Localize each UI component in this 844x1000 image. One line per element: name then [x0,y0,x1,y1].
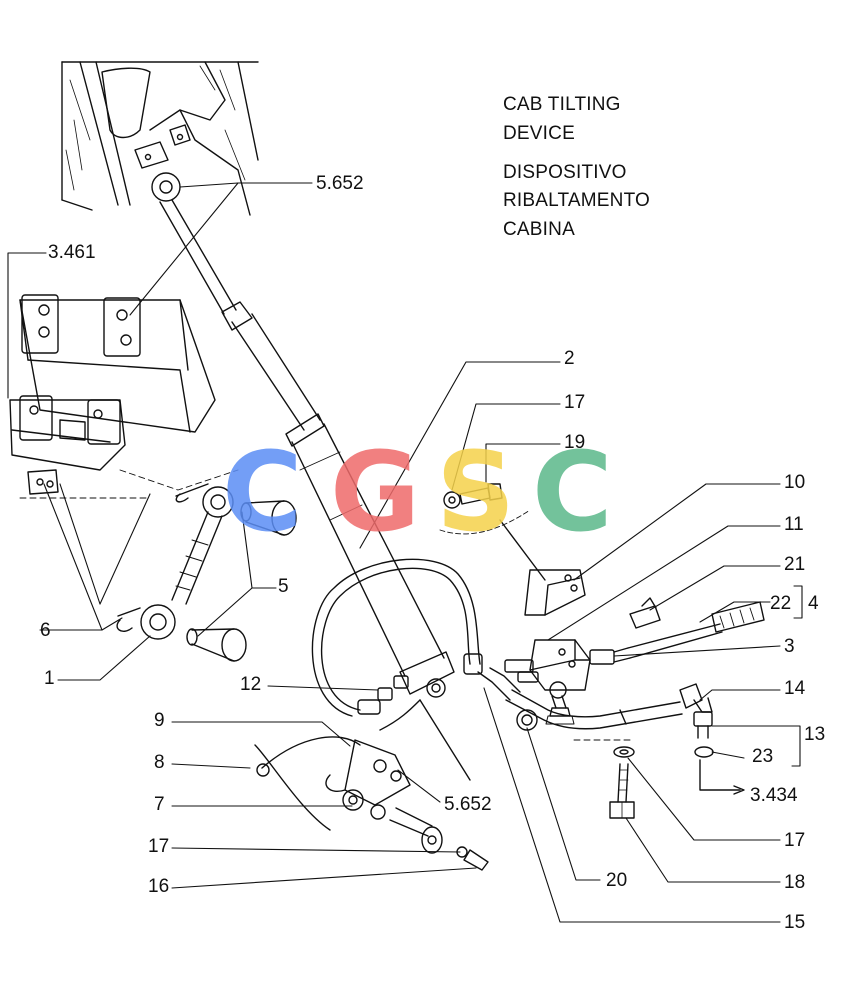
title-english-line1: CAB TILTING [503,94,621,115]
watermark-letter-c2: C [532,428,613,556]
hydraulic-hose-drawing [311,558,521,717]
callout-5: 5 [278,576,289,597]
callout-20: 20 [606,870,627,891]
callout-12: 12 [240,674,261,695]
callout-labels: 5.652 3.461 2 17 19 10 11 21 22 4 3 5 6 … [40,173,825,933]
callout-ref-3461: 3.461 [48,242,96,263]
watermark-letter-g: G [330,428,420,556]
callout-ref-3434: 3.434 [750,785,798,806]
callout-4: 4 [808,593,819,614]
callout-3: 3 [784,636,795,657]
callout-ref-5652-top: 5.652 [316,173,364,194]
callout-21: 21 [784,554,805,575]
callout-13: 13 [804,724,825,745]
cab-frame-drawing [61,61,259,216]
leader-lines [7,182,803,923]
lower-bolt-drawing [609,746,635,819]
upper-fastener-drawing [439,483,586,616]
callout-17-mid: 17 [148,836,169,857]
callout-7: 7 [154,794,165,815]
callout-10: 10 [784,472,805,493]
callout-ref-5652-bottom: 5.652 [444,794,492,815]
return-hose-drawing [505,683,745,795]
title-english-line2: DEVICE [503,123,575,144]
callout-1: 1 [44,668,55,689]
title-italian-line3: CABINA [503,219,575,240]
callout-15: 15 [784,912,805,933]
callout-19: 19 [564,432,585,453]
title-italian-line2: RIBALTAMENTO [503,190,651,211]
valve-assembly-drawing [504,597,765,741]
callout-22: 22 [770,593,791,614]
callout-17-top: 17 [564,392,585,413]
lower-pivot-drawing [254,699,489,871]
tilt-cylinder-drawing [151,172,455,698]
callout-18: 18 [784,872,805,893]
pin-parts-drawing [186,500,297,662]
title-italian-line1: DISPOSITIVO [503,162,627,183]
adjuster-rod-drawing [116,483,234,640]
callout-11: 11 [784,514,804,535]
watermark-letter-s: S [436,428,515,556]
callout-17-bottom: 17 [784,830,805,851]
watermark-logo: C G S C [222,428,613,556]
callout-8: 8 [154,752,165,773]
callout-14: 14 [784,678,806,699]
callout-16: 16 [148,876,169,897]
callout-2: 2 [564,348,575,369]
cab-mount-bracket-drawing [9,294,239,499]
callout-9: 9 [154,710,165,731]
watermark-letter-c1: C [222,428,303,556]
callout-6: 6 [40,620,51,641]
callout-23: 23 [752,746,773,767]
